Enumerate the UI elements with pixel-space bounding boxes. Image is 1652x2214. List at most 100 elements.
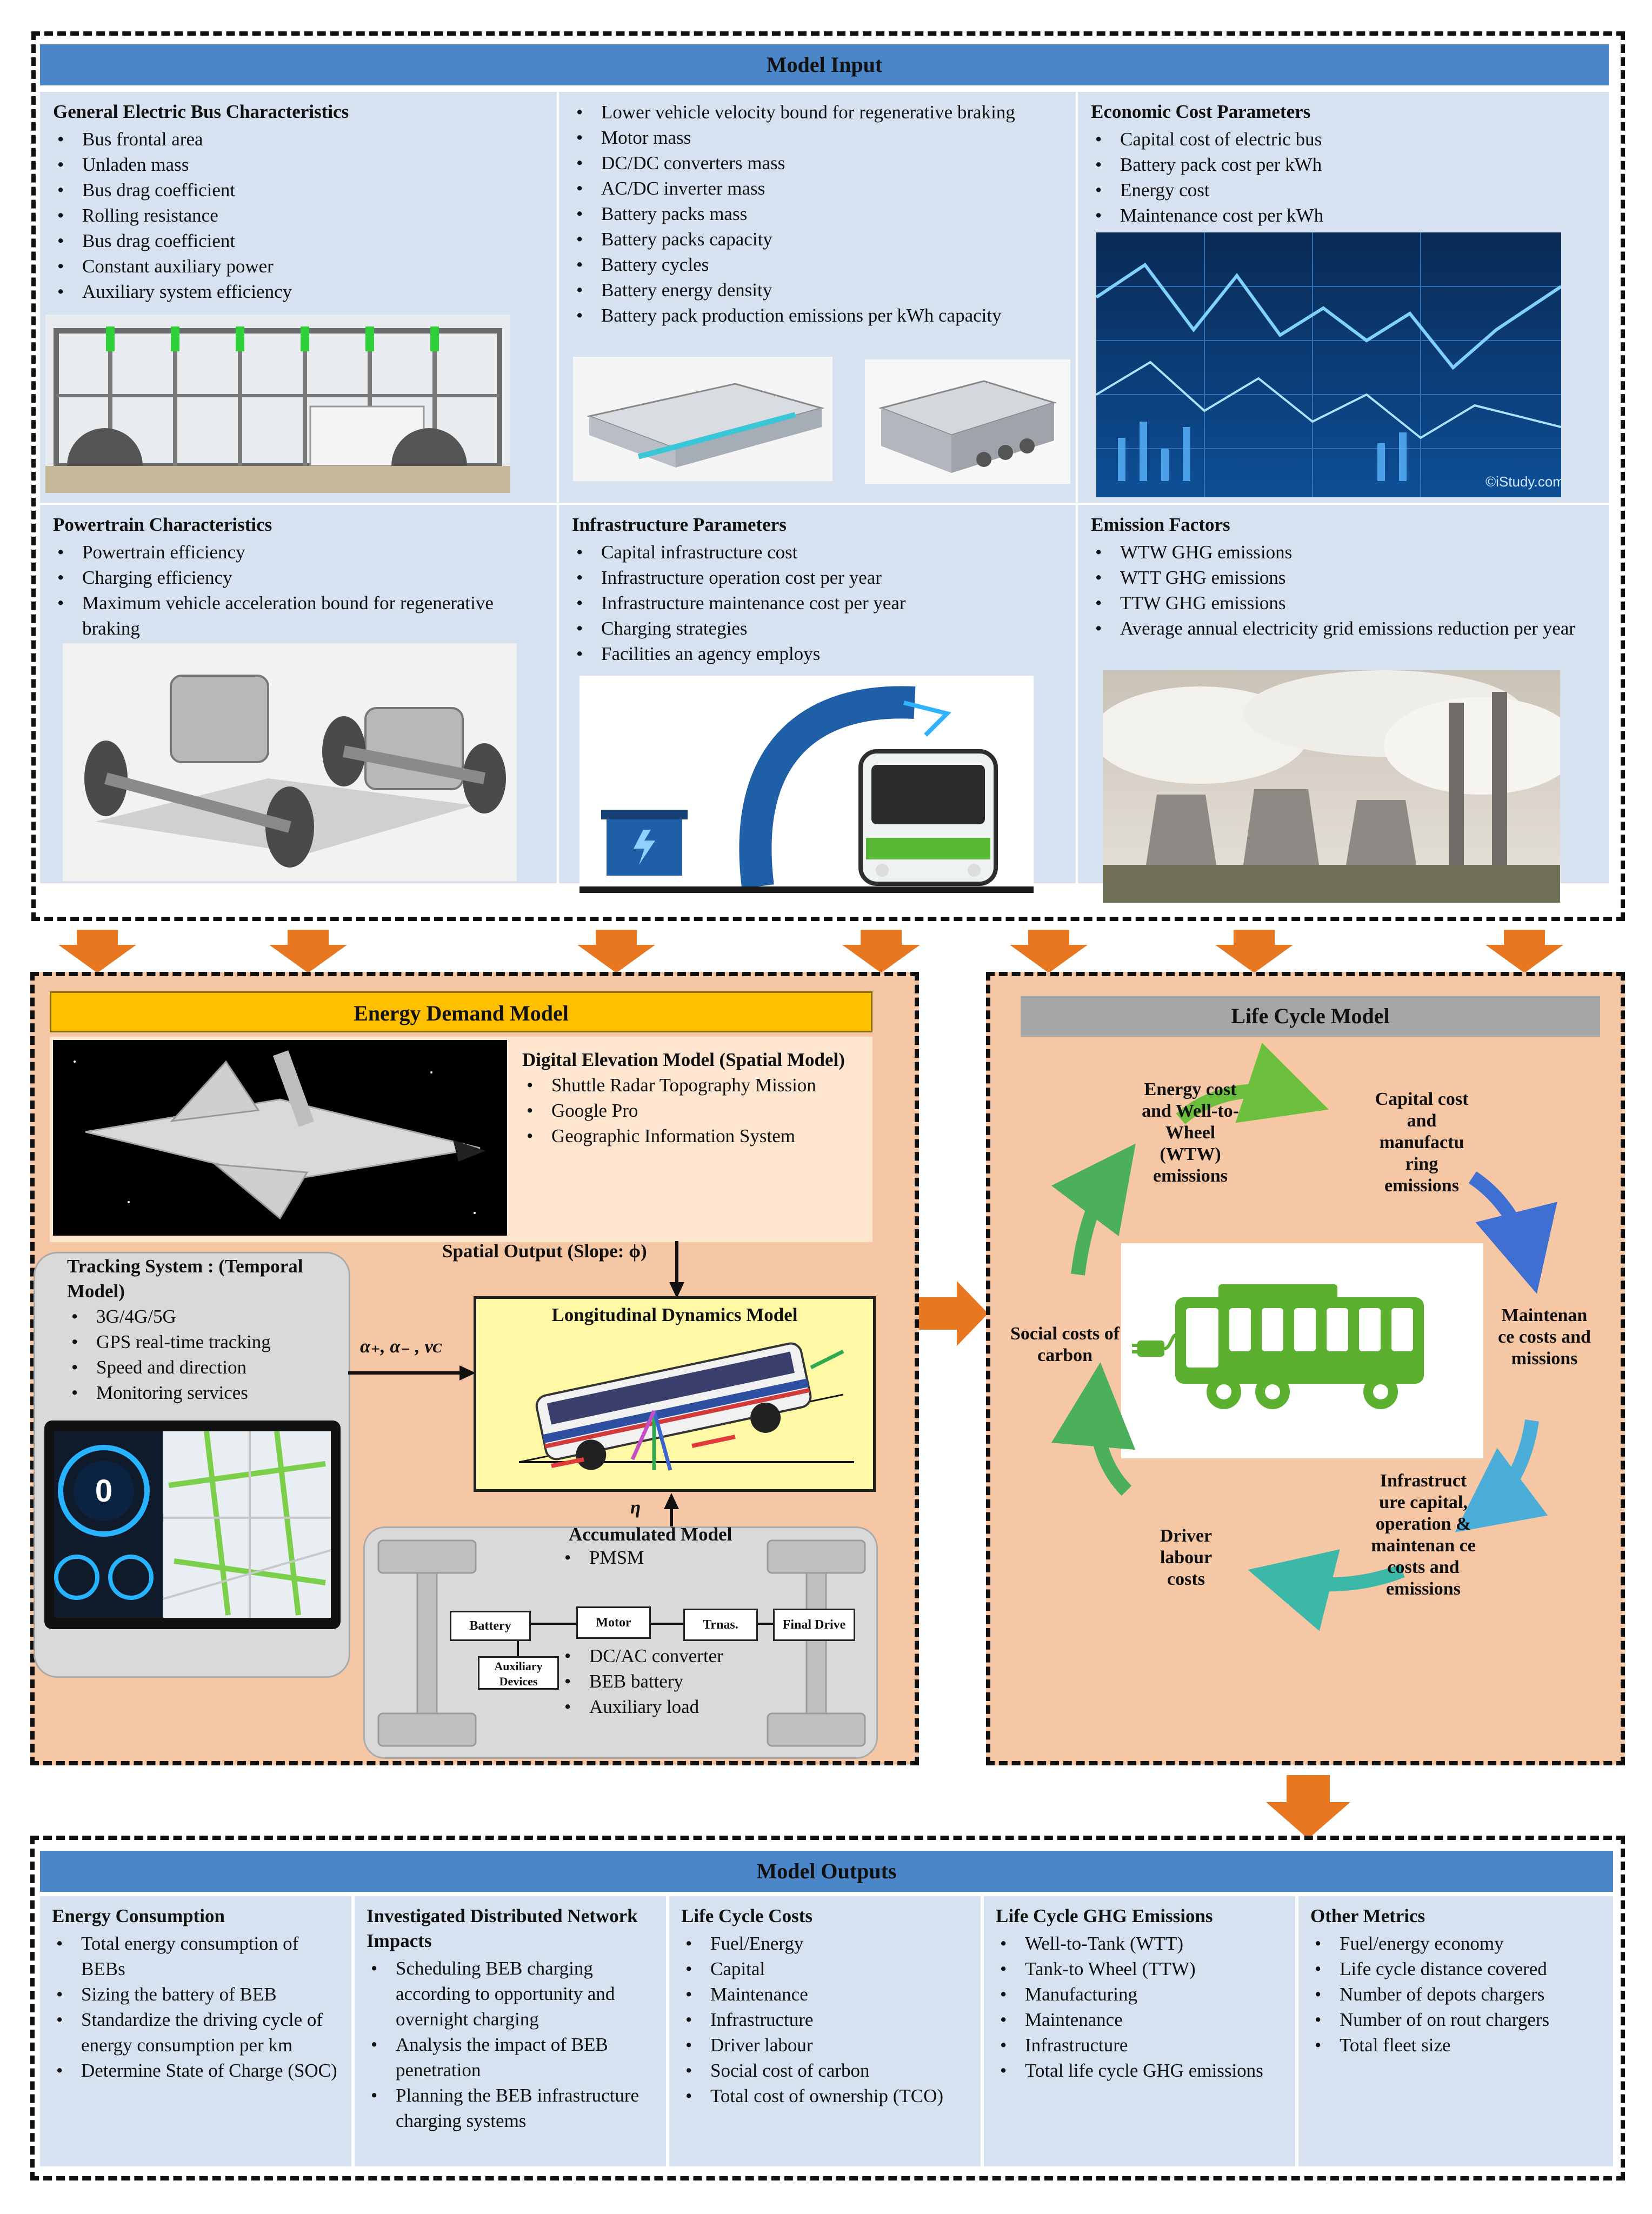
list-item: Number of on rout chargers [1310,2007,1601,2032]
ldm-title: Longitudinal Dynamics Model [551,1304,798,1325]
accumulated-heading: Accumulated Model [569,1524,732,1545]
node-energy-wtw: Energy cost and Well-to-Wheel (WTW) emis… [1142,1079,1239,1186]
list-item: Battery energy density [572,277,1063,303]
list-item: Motor mass [572,125,1063,150]
battery-block: Battery [450,1611,531,1641]
battery-pack-image [573,357,832,481]
general-bus-list: Bus frontal areaUnladen massBus drag coe… [53,126,544,304]
life-cycle-arrows [1051,1043,1557,1631]
emission-heading: Emission Factors [1091,514,1230,535]
list-item: Charging efficiency [53,565,544,590]
input-flow-arrows [58,930,1563,973]
ldm-input-label: α₊, α₋ , vᴄ [360,1336,442,1357]
drivetrain-links [517,1623,773,1656]
infrastructure-heading: Infrastructure Parameters [572,514,787,535]
general-bus-heading: General Electric Bus Characteristics [53,101,349,122]
list-item: BEB battery [560,1669,841,1694]
list-item: Determine State of Charge (SOC) [52,2058,339,2083]
economic-heading: Economic Cost Parameters [1091,101,1311,122]
flow-arrow [1215,930,1293,973]
list-item: Google Pro [522,1098,868,1123]
eta-label: η [630,1497,641,1518]
list-item: Maintenance [996,2007,1283,2032]
output-other-cell: Other Metrics Fuel/energy economyLife cy… [1298,1896,1613,2166]
list-item: Auxiliary system efficiency [53,279,544,304]
list-item: Standardize the driving cycle of energy … [52,2007,339,2058]
accumulated-list-wrap: DC/AC converterBEB batteryAuxiliary load [560,1643,841,1719]
powertrain-image [63,643,517,881]
list-item: Shuttle Radar Topography Mission [522,1072,868,1098]
output-lcc-heading: Life Cycle Costs [681,1905,813,1926]
bus-frame-image [45,315,510,493]
output-network-cell: Investigated Distributed Network Impacts… [355,1896,666,2166]
list-item: Total life cycle GHG emissions [996,2058,1283,2083]
list-item: Rolling resistance [53,203,544,228]
slope-down-arrow [669,1241,684,1298]
output-energy-heading: Energy Consumption [52,1905,225,1926]
list-item: Geographic Information System [522,1123,868,1149]
list-item: Maintenance cost per kWh [1091,203,1596,228]
output-network-list: Scheduling BEB charging according to opp… [367,1956,654,2133]
node-capital: Capital cost and manufactu ring emission… [1375,1089,1469,1196]
final-drive-block: Final Drive [773,1609,855,1641]
energy-to-lifecycle-arrow [919,1281,988,1346]
accumulated-pmsm: PMSM [560,1545,722,1570]
list-item: Battery pack production emissions per kW… [572,303,1063,328]
life-cycle-title: Life Cycle Model [1021,996,1600,1037]
flow-arrow [1010,930,1088,973]
list-item: Unladen mass [53,152,544,177]
list-item: Auxiliary load [560,1694,841,1719]
dem-heading: Digital Elevation Model (Spatial Model) [522,1049,845,1070]
list-item: Total energy consumption of BEBs [52,1931,339,1982]
charging-station-image [579,676,1034,903]
list-item: Average annual electricity grid emission… [1091,616,1596,641]
list-item: 3G/4G/5G [67,1304,348,1329]
list-item: Charging strategies [572,616,1063,641]
tracking-list: 3G/4G/5GGPS real-time trackingSpeed and … [67,1304,348,1405]
energy-demand-title: Energy Demand Model [50,991,872,1032]
list-item: Speed and direction [67,1355,348,1380]
list-item: Battery packs mass [572,201,1063,226]
list-item: Battery packs capacity [572,226,1063,252]
list-item: GPS real-time tracking [67,1329,348,1355]
auxiliary-devices-block: Auxiliary Devices [478,1656,559,1690]
list-item: Sizing the battery of BEB [52,1982,339,2007]
dem-list: Shuttle Radar Topography MissionGoogle P… [522,1072,868,1149]
list-item: Infrastructure [681,2007,969,2032]
list-item: Bus frontal area [53,126,544,152]
accumulated-top-list: PMSM [560,1545,722,1570]
node-driver-labour: Driver labour costs [1160,1526,1213,1589]
output-other-heading: Other Metrics [1310,1905,1425,1926]
list-item: Planning the BEB infrastructure charging… [367,2083,654,2133]
list-item: Infrastructure operation cost per year [572,565,1063,590]
list-item: Fuel/energy economy [1310,1931,1601,1956]
list-item: Infrastructure [996,2032,1283,2058]
general-bus-cont-list: Lower vehicle velocity bound for regener… [572,99,1063,328]
powertrain-list: Powertrain efficiencyCharging efficiency… [53,539,544,641]
node-infrastructure: Infrastruct ure capital, operation & mai… [1371,1471,1476,1599]
flow-arrow [842,930,920,973]
output-network-heading: Investigated Distributed Network Impacts [367,1905,638,1951]
model-input-frame [31,31,1625,921]
electric-bus-icon [1132,1284,1424,1409]
list-item: Constant auxiliary power [53,254,544,279]
dem-text: Digital Elevation Model (Spatial Model) … [522,1048,868,1149]
list-item: Battery pack cost per kWh [1091,152,1596,177]
list-item: Powertrain efficiency [53,539,544,565]
output-lcc-list: Fuel/EnergyCapitalMaintenanceInfrastruct… [681,1931,969,2109]
transmission-block: Trnas. [683,1609,758,1641]
output-lcc-cell: Life Cycle Costs Fuel/EnergyCapitalMaint… [669,1896,981,2166]
tracking-heading: Tracking System : (Temporal Model) [67,1256,303,1302]
list-item: WTW GHG emissions [1091,539,1596,565]
inverter-image [865,359,1070,484]
list-item: Life cycle distance covered [1310,1956,1601,1982]
list-item: WTT GHG emissions [1091,565,1596,590]
motor-block: Motor [576,1606,651,1639]
flow-arrow [269,930,347,973]
node-maintenance: Maintenan ce costs and missions [1498,1305,1591,1369]
list-item: Lower vehicle velocity bound for regener… [572,99,1063,125]
list-item: Scheduling BEB charging according to opp… [367,1956,654,2032]
list-item: Bus drag coefficient [53,228,544,254]
list-item: Number of depots chargers [1310,1982,1601,2007]
infrastructure-list: Capital infrastructure costInfrastructur… [572,539,1063,666]
